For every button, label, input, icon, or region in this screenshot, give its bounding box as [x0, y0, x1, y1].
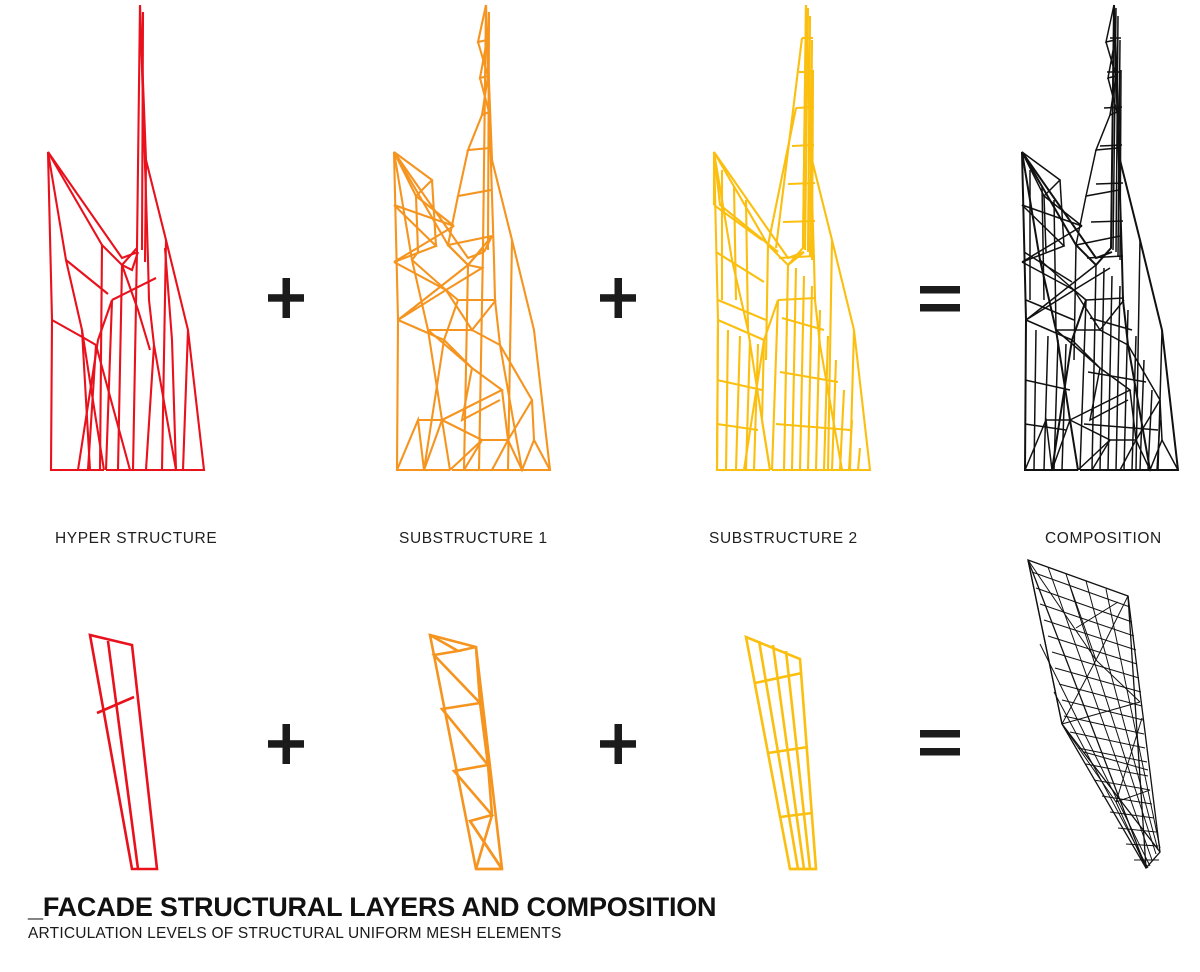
plus-operator-1 — [266, 276, 306, 320]
substructure-2-tower-svg — [712, 4, 872, 472]
page-subtitle: ARTICULATION LEVELS OF STRUCTURAL UNIFOR… — [28, 925, 562, 943]
caption-substructure-2: SUBSTRUCTURE 2 — [709, 530, 858, 547]
panel-mullions — [757, 640, 812, 870]
axon-panel-transoms — [1031, 571, 1159, 861]
panel-transoms — [754, 671, 816, 871]
orthogonal-grid-mesh — [712, 4, 870, 472]
caption-substructure-1: SUBSTRUCTURE 1 — [399, 530, 548, 547]
hyper-structure-panel-svg — [88, 633, 159, 871]
figure-hyper-structure-panel — [70, 625, 200, 875]
panel-zigzag-bracing — [429, 633, 504, 871]
figure-composition-tower — [1000, 0, 1200, 500]
equals-icon — [920, 286, 960, 312]
figure-substructure-1-tower — [372, 0, 572, 500]
triangulated-bracing-mesh — [393, 4, 551, 473]
figure-substructure-1-panel — [418, 625, 548, 875]
caption-composition: COMPOSITION — [1045, 530, 1162, 547]
panel-outline — [88, 633, 159, 871]
panel-transom — [96, 695, 135, 715]
plus-icon — [600, 724, 636, 764]
equals-icon — [920, 730, 960, 756]
figure-substructure-2-tower — [692, 0, 892, 500]
equals-operator-2 — [918, 728, 962, 758]
caption-hyper-structure: HYPER STRUCTURE — [55, 530, 218, 547]
plus-operator-3 — [266, 722, 306, 766]
figure-composition-panel — [1000, 552, 1195, 882]
tower-outline — [46, 4, 206, 472]
substructure-1-tower-svg — [392, 4, 552, 473]
composition-panel-svg — [1027, 558, 1161, 870]
page-title: _FACADE STRUCTURAL LAYERS AND COMPOSITIO… — [28, 892, 717, 922]
axon-panel-mullions — [1039, 566, 1161, 869]
equals-operator-1 — [918, 284, 962, 314]
plus-icon — [600, 278, 636, 318]
panel-outline — [428, 633, 504, 871]
axon-panel-diagonals — [1027, 559, 1151, 869]
plus-operator-4 — [598, 722, 638, 766]
plus-icon — [268, 724, 304, 764]
composition-tower-svg — [1021, 4, 1180, 472]
hyper-structure-tower-svg — [46, 4, 206, 472]
plus-operator-2 — [598, 276, 638, 320]
figure-substructure-2-panel — [742, 625, 872, 875]
plus-icon — [268, 278, 304, 318]
panel-mullion — [106, 640, 140, 870]
composition-triangulation — [1021, 4, 1179, 472]
substructure-1-panel-svg — [428, 633, 504, 871]
composition-grid — [1023, 7, 1163, 471]
title-block: _FACADE STRUCTURAL LAYERS AND COMPOSITIO… — [28, 893, 748, 943]
figure-hyper-structure-tower — [26, 0, 226, 500]
substructure-2-panel-svg — [744, 634, 818, 871]
